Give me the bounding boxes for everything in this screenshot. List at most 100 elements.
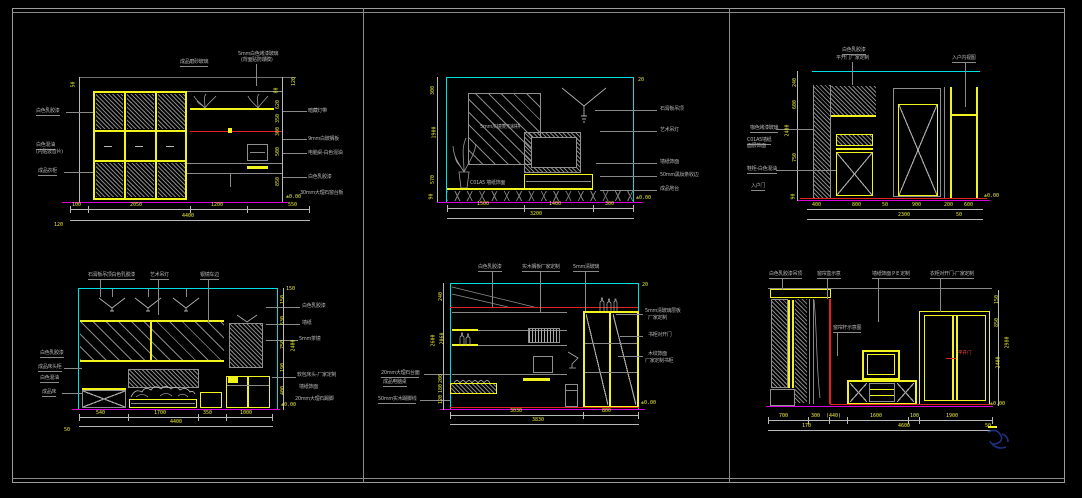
ceiling-line <box>812 71 980 72</box>
bottles-sketch <box>599 297 618 311</box>
vdim-label: 180 <box>438 383 445 394</box>
leader-line <box>596 163 657 164</box>
base-cabinet <box>770 389 795 406</box>
lamp-stem <box>148 289 149 297</box>
wall-line <box>277 288 278 410</box>
annotation: 入户内视图 <box>952 55 976 63</box>
wardrobe-door-panel <box>127 94 154 129</box>
low-cabinet-drawer <box>228 377 238 383</box>
annotation: 电脑桌-白色混油 <box>308 150 343 156</box>
wardrobe-divider <box>155 93 157 198</box>
dim-tick <box>847 417 848 424</box>
tv <box>862 350 900 380</box>
sheet-border-inner-top <box>12 12 1065 13</box>
door-handle <box>166 146 174 147</box>
ceiling-slope-lines <box>451 286 535 308</box>
dim-tick <box>768 417 769 424</box>
desk-top <box>452 374 567 375</box>
annotation: 艺术吊灯 <box>150 272 169 280</box>
monitor <box>533 356 553 373</box>
wardrobe-door-panel <box>158 94 185 129</box>
annotation: 咖色烤漆玻璃 <box>750 125 779 133</box>
desk-top <box>187 163 282 164</box>
dim-tick <box>128 414 129 421</box>
bookcase-glass-door <box>586 314 608 405</box>
door-handle <box>104 146 112 147</box>
floor-line-red <box>830 404 990 405</box>
dim-sub-label: 50 <box>956 212 963 218</box>
dim-tick <box>593 205 594 212</box>
annotation: 白色乳胶漆 <box>478 264 502 272</box>
annotation: 墙纸 <box>302 320 312 326</box>
dim-label: 200 <box>944 202 954 208</box>
annotation: 石膏板吊顶 <box>660 106 684 112</box>
dim-line <box>282 77 283 202</box>
entry-door-leaf <box>898 104 938 196</box>
dim-line <box>768 430 993 431</box>
shelf-line <box>452 345 567 346</box>
leader-line <box>272 377 296 378</box>
wardrobe-frame <box>93 91 187 200</box>
annotation: 白色乳胶漆 <box>308 174 332 180</box>
leader-line <box>878 278 879 322</box>
side-panel-rail <box>950 114 978 116</box>
annotation: 5mm灰镜菱形斜拼 <box>480 124 521 130</box>
dim-label: 1700 <box>154 410 167 416</box>
annotation: 厂家定制 <box>648 315 667 321</box>
vdim-total-label: 2400 <box>290 339 297 352</box>
dim-line <box>79 426 273 427</box>
low-cabinet-shelf <box>227 385 269 386</box>
dim-label: 1900 <box>946 413 959 419</box>
wardrobe-door-panel <box>96 94 123 129</box>
pendant-lamp <box>172 297 200 312</box>
leader-line <box>837 332 838 356</box>
annotation: 9mm白玻搁板 <box>308 136 339 142</box>
soffit-line <box>450 307 638 308</box>
cabinet-shelf <box>836 148 873 150</box>
corner-dim: 20 <box>642 282 649 288</box>
annotation: 5mm茶镜 <box>299 336 321 342</box>
annotation: 窗帘盒示意 <box>817 271 841 279</box>
wardrobe-divider <box>124 93 126 198</box>
column-divider-1 <box>363 8 364 483</box>
level-mark: ±0.00 <box>636 195 652 201</box>
ceiling-line <box>768 288 992 289</box>
platform-top <box>447 188 593 190</box>
dim-label: 2050 <box>130 202 143 208</box>
dim-line <box>79 77 80 202</box>
shelf-accent <box>452 329 478 331</box>
annotation: (背面贴防爆膜) <box>241 57 273 63</box>
leader-line <box>492 271 493 307</box>
vdim-label: 350 <box>275 113 282 124</box>
light-tick <box>228 128 232 133</box>
vdim-label: 50 <box>70 81 77 88</box>
leader-line <box>595 110 657 111</box>
vdim-label: 300 <box>430 85 437 96</box>
annotation: 木纹饰面 <box>648 351 667 357</box>
annotation: 5mm清玻璃 <box>573 264 600 272</box>
dim-tick <box>524 205 525 212</box>
annotation: 书柜对开门 <box>648 332 672 338</box>
cpu-line <box>566 390 577 391</box>
dim-total-label: 3830 <box>532 417 545 423</box>
annotation: 20mm大理石踢脚 <box>295 396 334 402</box>
leader-line <box>283 111 307 112</box>
shoe-cabinet-glass <box>836 134 873 146</box>
wall-lamp <box>236 314 258 323</box>
tv-cabinet-door <box>850 383 867 402</box>
vdim-label: 240 <box>792 77 799 88</box>
shoe-cabinet-door <box>836 152 873 196</box>
annotation: 5mm白色烤漆玻璃 <box>238 51 279 57</box>
vdim-label: 150 <box>280 294 287 305</box>
dim-total-label: 4600 <box>898 423 911 429</box>
lamp-stem <box>112 289 113 297</box>
dim-sub-label: 120 <box>54 222 64 228</box>
wardrobe-doors <box>924 315 986 401</box>
accent-line <box>829 299 831 404</box>
dim-tick <box>79 414 80 421</box>
vdim-label: 570 <box>430 174 437 185</box>
floor-line-red <box>800 198 987 199</box>
vdim-label: 400 <box>280 385 287 396</box>
dim-label: 600 <box>964 202 974 208</box>
